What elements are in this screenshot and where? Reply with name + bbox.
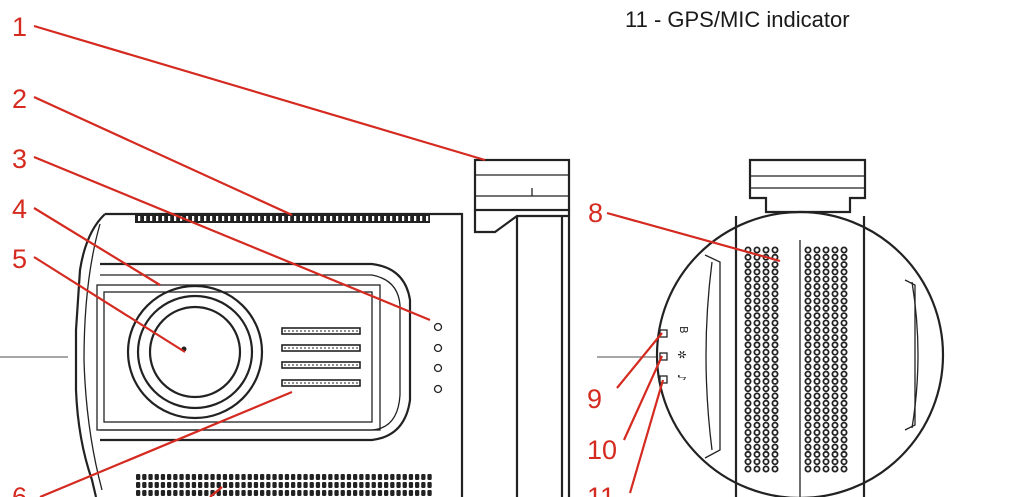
callout-5: 5: [12, 244, 27, 274]
callout-6: 6: [12, 482, 27, 497]
top-vent: [135, 214, 430, 223]
callout-1: 1: [12, 12, 27, 42]
callout-leaders: [33, 24, 781, 497]
front-grille: [135, 470, 432, 497]
side-indicator-icons: B ✲ ♪: [659, 326, 690, 384]
callout-11: 11: [587, 482, 615, 497]
svg-text:✲: ✲: [675, 350, 688, 359]
camera-front-view: [0, 158, 571, 497]
mount-bracket: [473, 158, 571, 497]
svg-text:B: B: [677, 326, 690, 334]
side-indicators: [433, 322, 443, 394]
callout-8: 8: [588, 198, 603, 228]
speaker-grille: [744, 246, 848, 473]
callout-4: 4: [12, 194, 27, 224]
callout-9: 9: [587, 384, 602, 414]
callout-numbers: 1 2 3 4 5 6 8 9 10 11: [12, 12, 617, 497]
legend-line-11: 11 - GPS/MIC indicator: [625, 7, 850, 32]
svg-text:♪: ♪: [675, 374, 688, 381]
lens-slats: [281, 327, 361, 387]
camera-side-view: B ✲ ♪: [597, 158, 945, 497]
camera-lens: [126, 284, 264, 420]
callout-2: 2: [12, 84, 27, 114]
callout-3: 3: [12, 144, 27, 174]
callout-10: 10: [587, 435, 617, 465]
